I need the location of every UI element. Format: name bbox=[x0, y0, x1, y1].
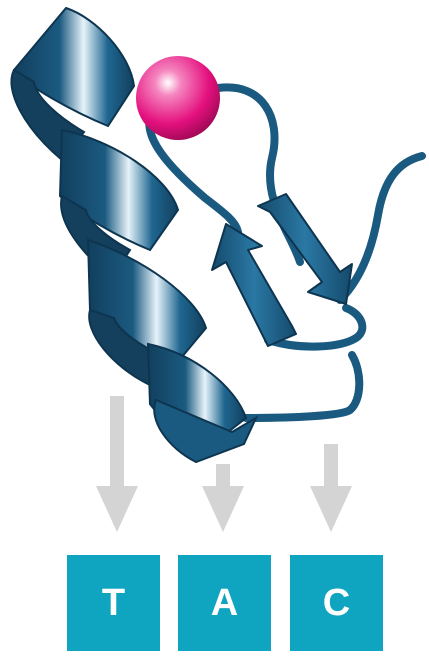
sequence-token-box: A bbox=[178, 555, 271, 651]
down-arrow bbox=[202, 464, 244, 532]
sequence-token-letter: T bbox=[102, 582, 125, 625]
down-arrow bbox=[310, 444, 352, 532]
sequence-token-box: T bbox=[67, 555, 160, 651]
sequence-token-letter: A bbox=[211, 582, 238, 625]
beta-strand-down bbox=[258, 194, 352, 304]
protein-coil bbox=[246, 355, 359, 418]
beta-strand-up bbox=[212, 224, 296, 346]
down-arrow bbox=[96, 396, 138, 532]
sequence-token-box: C bbox=[290, 555, 383, 651]
protein-structure bbox=[11, 8, 422, 462]
sequence-token-letter: C bbox=[323, 582, 350, 625]
protein-coil bbox=[340, 156, 422, 300]
ligand-sphere bbox=[136, 56, 220, 140]
